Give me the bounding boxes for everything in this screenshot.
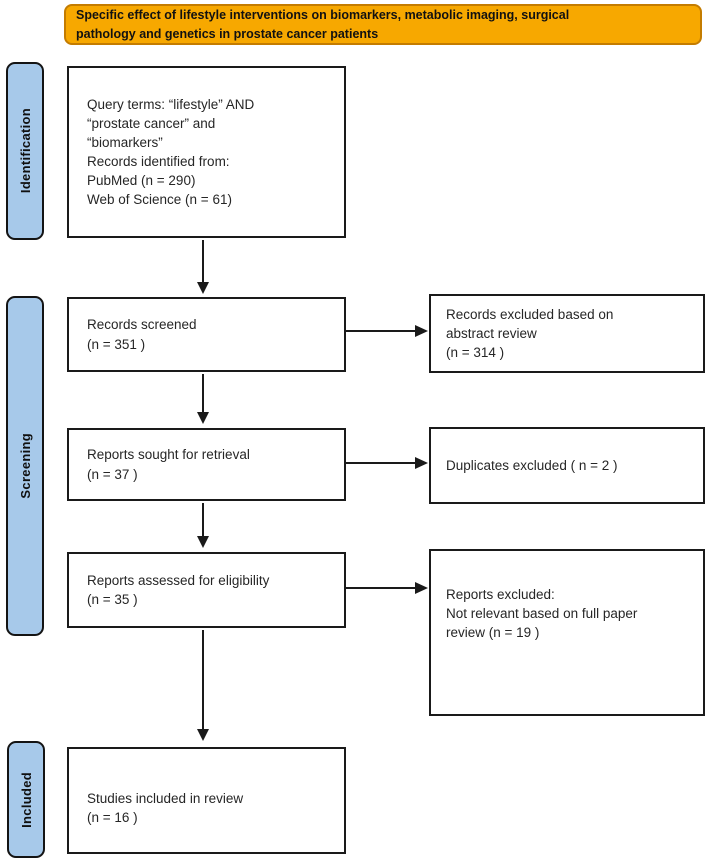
arrow-line xyxy=(202,240,204,283)
arrow-right-icon xyxy=(415,325,428,337)
box-reports-assessed: Reports assessed for eligibility (n = 35… xyxy=(67,552,346,628)
box-records-screened: Records screened (n = 351 ) xyxy=(67,297,346,372)
arrow-down-sought-to-assessed xyxy=(197,503,209,548)
stage-label-included-text: Included xyxy=(18,771,34,828)
title-banner: Specific effect of lifestyle interventio… xyxy=(64,4,702,45)
arrow-right-assessed-to-excluded xyxy=(346,582,428,594)
arrow-right-sought-to-duplicates xyxy=(346,457,428,469)
box-reports-sought: Reports sought for retrieval (n = 37 ) xyxy=(67,428,346,501)
box-reports-excluded: Reports excluded: Not relevant based on … xyxy=(429,549,705,716)
arrow-right-icon xyxy=(415,582,428,594)
arrow-down-icon xyxy=(197,282,209,294)
box-studies-included: Studies included in review (n = 16 ) xyxy=(67,747,346,854)
box-records-identified: Query terms: “lifestyle” AND “prostate c… xyxy=(67,66,346,238)
arrow-line xyxy=(202,630,204,730)
stage-label-screening-text: Screening xyxy=(17,433,33,499)
arrow-line xyxy=(346,462,417,464)
arrow-down-assessed-to-included xyxy=(197,630,209,741)
stage-label-identification-text: Identification xyxy=(17,108,33,194)
stage-label-identification: Identification xyxy=(6,62,44,240)
stage-label-screening: Screening xyxy=(6,296,44,636)
arrow-line xyxy=(202,374,204,413)
arrow-down-screened-to-sought xyxy=(197,374,209,424)
arrow-down-icon xyxy=(197,412,209,424)
arrow-line xyxy=(346,330,417,332)
arrow-down-icon xyxy=(197,729,209,741)
stage-label-included: Included xyxy=(7,741,45,858)
arrow-line xyxy=(202,503,204,537)
arrow-down-identified-to-screened xyxy=(197,240,209,294)
box-duplicates-excluded: Duplicates excluded ( n = 2 ) xyxy=(429,427,705,504)
arrow-right-screened-to-excluded xyxy=(346,325,428,337)
arrow-down-icon xyxy=(197,536,209,548)
arrow-line xyxy=(346,587,417,589)
box-records-excluded: Records excluded based on abstract revie… xyxy=(429,294,705,373)
arrow-right-icon xyxy=(415,457,428,469)
